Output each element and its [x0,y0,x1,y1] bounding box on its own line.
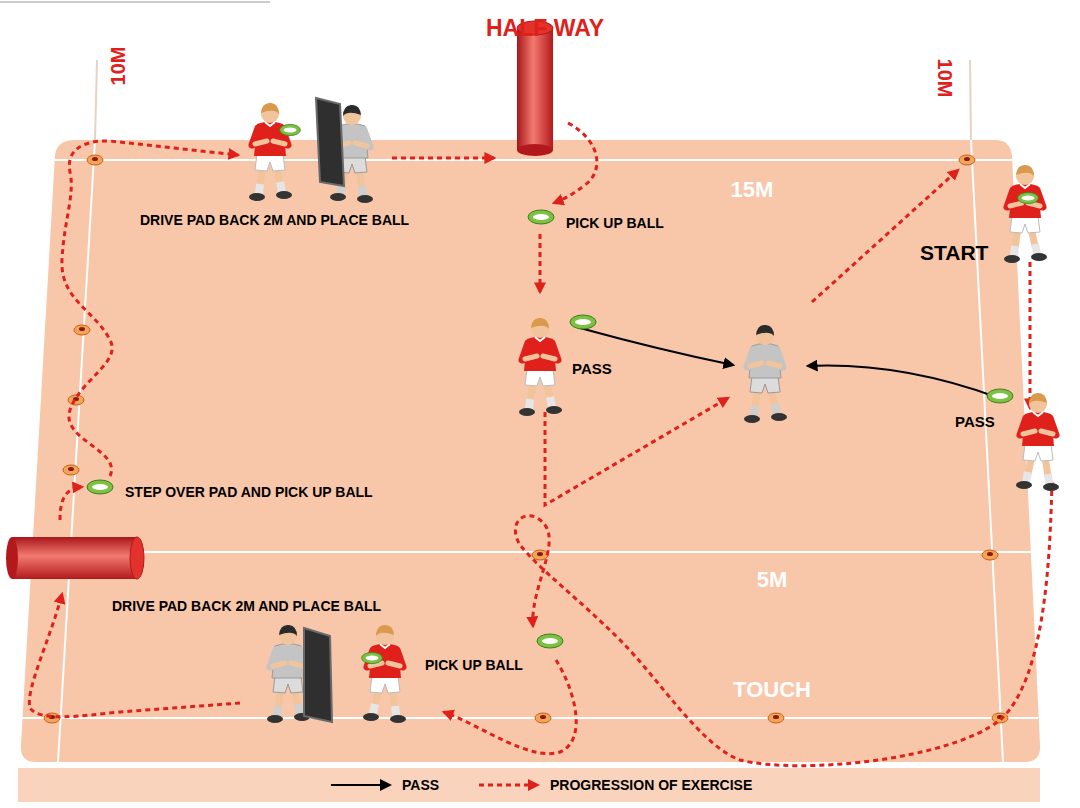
legend-entry: PASS [330,777,439,793]
ten-metre-line [971,140,1003,762]
line-name: 15M [731,179,774,201]
progression-paths [29,123,1052,766]
legend-line [331,784,382,786]
cone [982,550,998,560]
legend-strip [18,768,1040,802]
ground-pad [6,537,144,579]
fifteen-metre-line [55,159,1012,161]
instruction-note: DRIVE PAD BACK 2M AND PLACE BALL [112,599,381,613]
line-name: HALF WAY [486,17,604,40]
pass-arrow [808,366,996,397]
rugby-ball [362,652,383,663]
legend-entry: PROGRESSION OF EXERCISE [478,777,752,793]
post-base [517,144,553,156]
start-label: START [920,242,988,263]
legend-swatch [478,778,542,792]
cone [74,325,90,335]
pad-end [6,537,18,579]
rugby-ball [987,389,1013,403]
legend-arrowhead [380,779,392,791]
line-name: 10M [108,47,128,86]
progression-path [29,594,240,717]
attacking-player [363,625,406,723]
rugby-ball [1018,192,1039,203]
attacking-player [249,103,292,201]
progression-path [444,660,576,754]
cone [63,465,79,475]
tackle-pad [304,628,332,722]
progression-path [539,234,542,292]
progression-path [545,398,728,505]
halfway-post [517,21,553,156]
rugby-ball [87,480,113,494]
attacking-player [519,318,562,416]
pass-arrow [580,328,733,365]
progression-path [60,487,82,520]
legend-text: PASS [402,777,439,793]
instruction-note: PICK UP BALL [566,216,664,230]
legend-arrowhead [528,779,540,791]
progression-path [1029,262,1032,408]
progression-path [554,123,597,203]
progression-path [392,157,494,160]
line-name: TOUCH [733,679,811,701]
action-label: PASS [955,414,995,429]
cone [768,713,784,723]
receiving-player [744,325,787,423]
legend-swatch [330,778,394,792]
instruction-note: DRIVE PAD BACK 2M AND PLACE BALL [140,213,409,227]
line-name: 10M [935,59,955,98]
progression-path [812,170,958,302]
pad-body [12,537,137,579]
progression-path [62,141,238,476]
pad-end [130,537,144,579]
post-top [517,21,553,35]
balls [87,124,1038,663]
progression-path [515,482,1052,766]
rugby-ball [570,315,596,329]
cone [959,155,975,165]
pass-arrows [580,328,996,397]
ten-metre-line [95,60,97,140]
tackle-pad [316,98,344,186]
action-label: PASS [572,361,612,376]
cone [532,550,548,560]
cone [87,155,103,165]
legend-line [479,784,530,787]
attacking-player [1004,165,1047,263]
instruction-note: STEP OVER PAD AND PICK UP BALL [125,485,373,499]
frame-edge [0,2,270,3]
line-name: 5M [757,569,788,591]
touch-line [22,717,1038,719]
pitch-area [21,140,1040,762]
rugby-ball [537,634,563,648]
instruction-note: PICK UP BALL [425,658,523,672]
legend-text: PROGRESSION OF EXERCISE [550,777,752,793]
post-body [517,28,553,150]
cones [44,155,1008,723]
ten-metre-line [970,60,971,140]
attacking-player [1016,393,1059,491]
rugby-ball [528,210,554,224]
cone [68,395,84,405]
cone [535,713,551,723]
players [249,103,1059,723]
rugby-ball [280,124,301,135]
